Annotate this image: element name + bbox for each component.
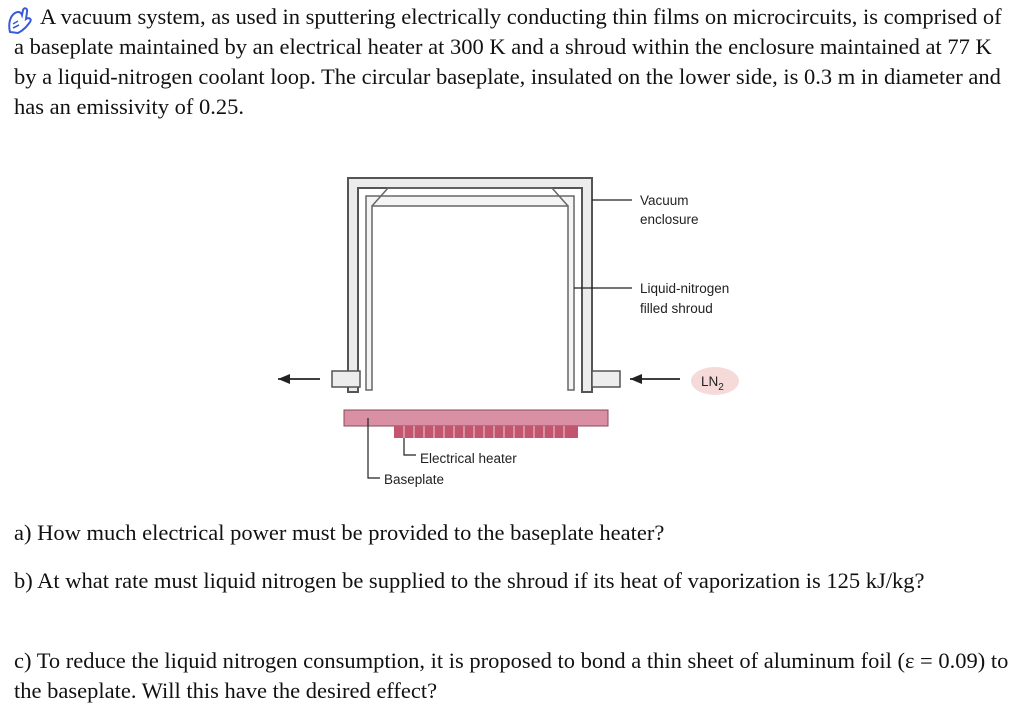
vacuum-enclosure (347, 177, 593, 393)
question-a: a) How much electrical power must be pro… (14, 520, 665, 545)
vacuum-enclosure-label-line2: enclosure (640, 212, 699, 227)
liquid-nitrogen-shroud (365, 195, 575, 391)
baseplate-label: Baseplate (384, 472, 444, 487)
question-c: c) To reduce the liquid nitrogen consump… (14, 648, 1009, 703)
inlet-arrow-icon (630, 374, 642, 384)
baseplate (343, 409, 609, 427)
outlet-arrow-icon (278, 374, 290, 384)
hand-annotation-icon (8, 7, 32, 35)
shroud-label-line1: Liquid-nitrogen (640, 281, 729, 296)
ln2-label: LN2 (701, 374, 724, 393)
ln2-bubble (691, 367, 739, 395)
inlet-flange (591, 370, 621, 388)
vacuum-enclosure-label-line1: Vacuum (640, 193, 689, 208)
electrical-heater (394, 426, 578, 438)
outlet-flange (331, 370, 361, 388)
vacuum-system-diagram: LN2 Vacuum enclosure Liquid-nitrogen fil… (278, 177, 739, 487)
shroud-label-line2: filled shroud (640, 301, 713, 316)
question-b: b) At what rate must liquid nitrogen be … (14, 568, 925, 593)
electrical-heater-label: Electrical heater (420, 451, 517, 466)
problem-statement: A vacuum system, as used in sputtering e… (14, 4, 1002, 119)
